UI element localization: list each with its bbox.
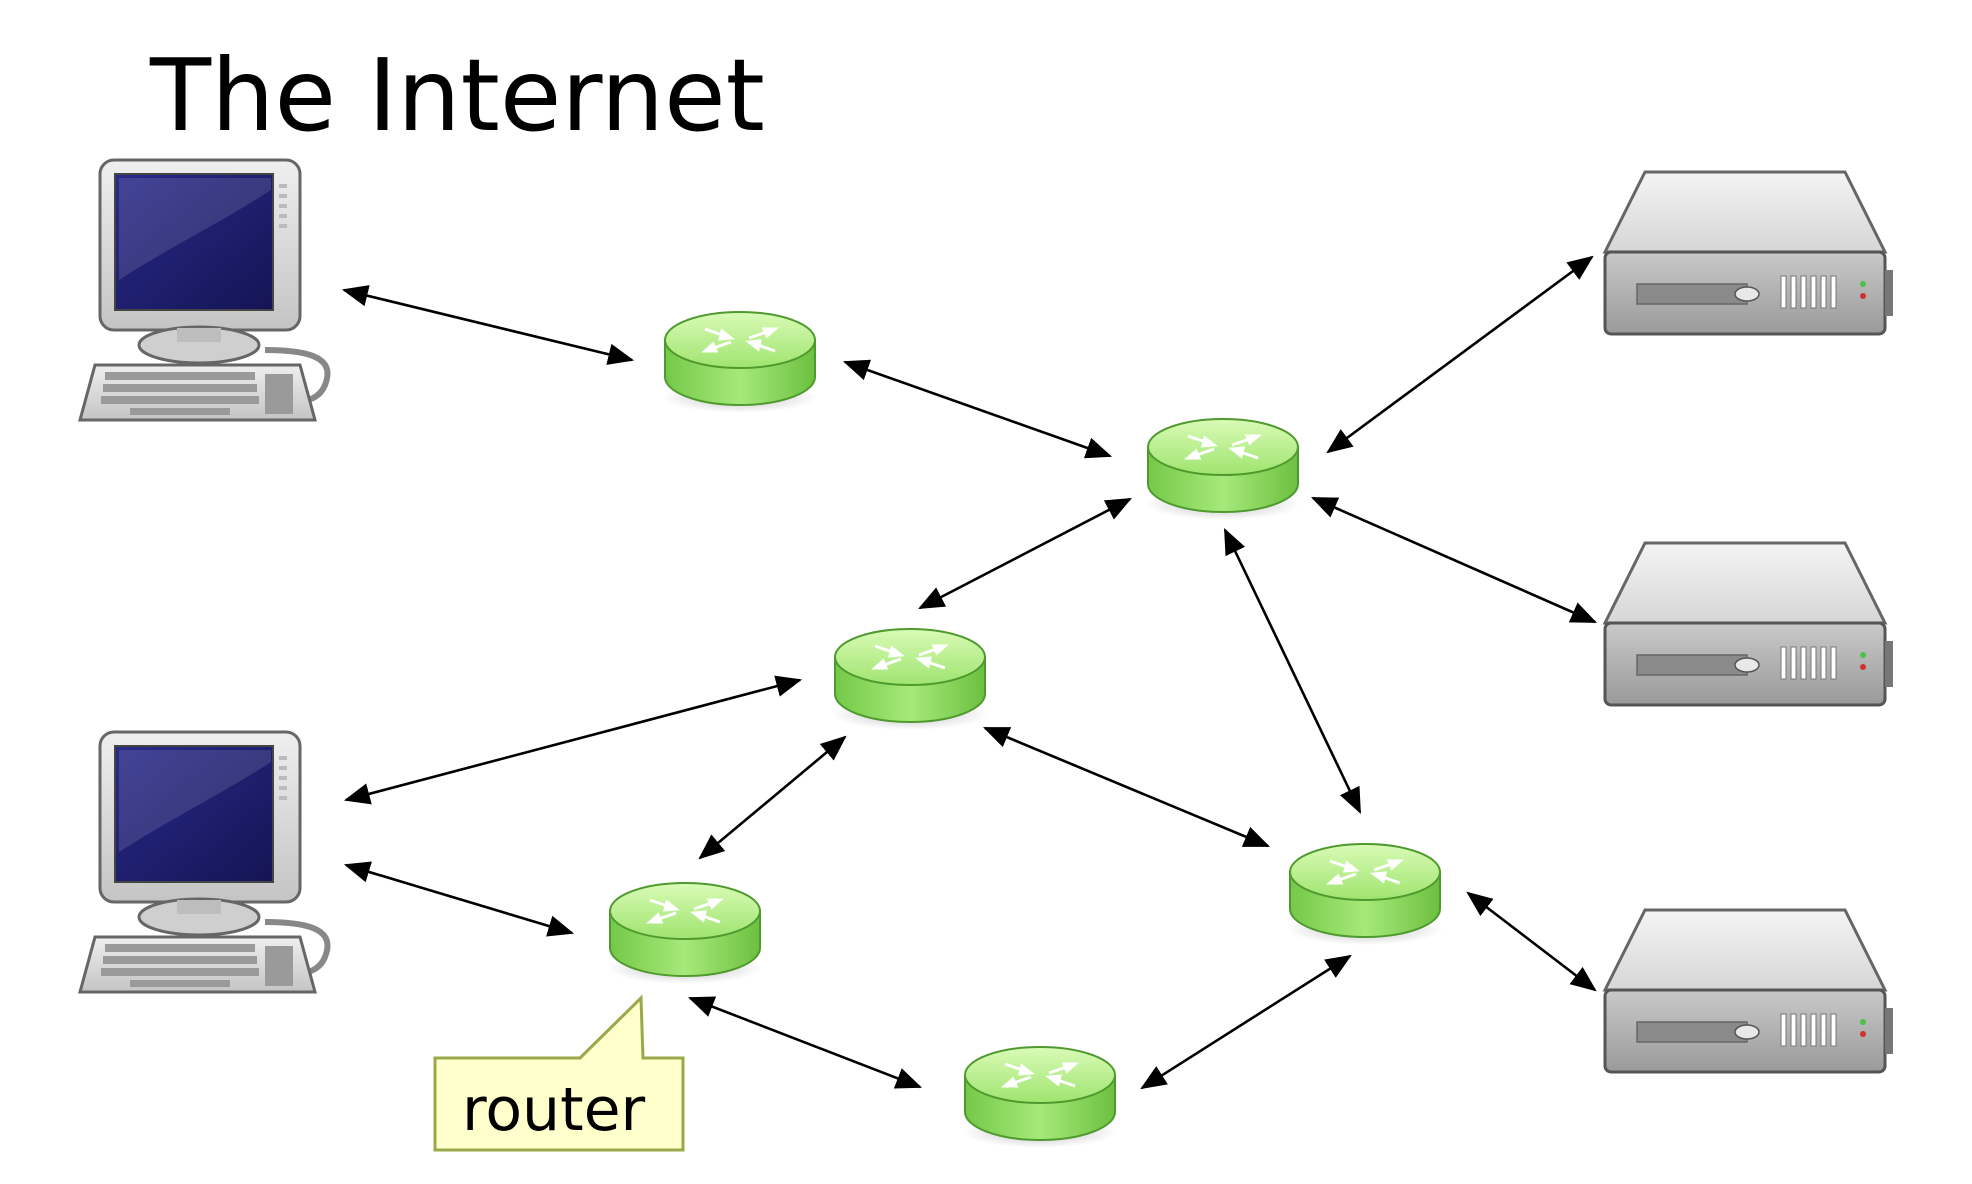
router-icon[interactable] [605, 881, 765, 986]
link-arrow [918, 497, 1132, 610]
link-arrow [1140, 954, 1352, 1090]
server-icon[interactable] [1603, 908, 1895, 1074]
callout-label: router [462, 1075, 646, 1145]
link-arrow [687, 996, 923, 1089]
router-icon[interactable] [1285, 842, 1445, 947]
router-icon[interactable] [830, 627, 990, 732]
desktop-computer-icon[interactable] [80, 160, 328, 420]
router-icon[interactable] [660, 310, 820, 415]
router-icon[interactable] [1143, 417, 1303, 522]
link-arrow [698, 735, 847, 860]
links-layer [341, 255, 1597, 1090]
link-arrow [1223, 528, 1362, 814]
link-arrow [343, 861, 575, 937]
link-arrow [983, 726, 1270, 848]
link-arrow [341, 285, 635, 365]
link-arrow [842, 359, 1113, 459]
link-arrow [343, 675, 803, 805]
link-arrow [1466, 891, 1597, 992]
desktop-computer-icon[interactable] [80, 732, 328, 992]
link-arrow [1326, 255, 1594, 454]
server-icon[interactable] [1603, 541, 1895, 707]
diagram-title: The Internet [149, 37, 765, 154]
router-callout: router [433, 994, 685, 1152]
router-icon[interactable] [960, 1045, 1120, 1150]
link-arrow [1311, 496, 1597, 624]
server-icon[interactable] [1603, 170, 1895, 336]
